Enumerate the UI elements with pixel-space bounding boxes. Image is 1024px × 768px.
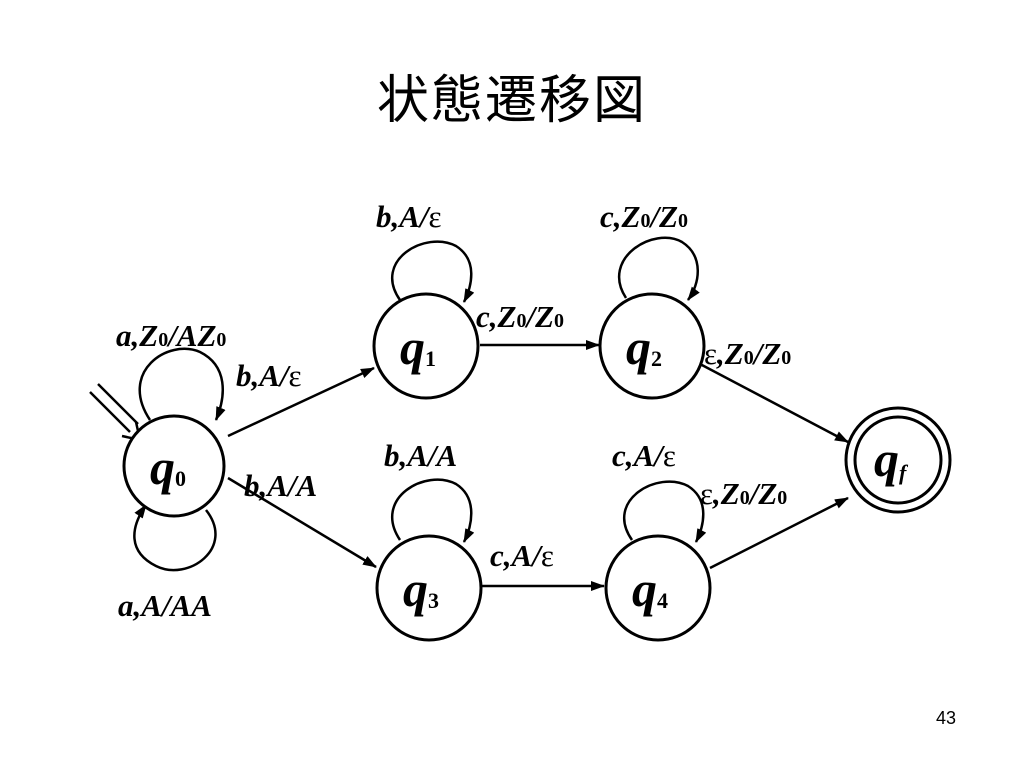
svg-text:q3: q3 <box>403 561 439 617</box>
state-label: q <box>403 561 428 617</box>
state-subscript: f <box>899 460 909 485</box>
state-q3: q3 <box>375 534 483 642</box>
label-q1-q2: c,Z0/Z0 <box>476 299 564 334</box>
slide-title: 状態遷移図 <box>376 71 647 131</box>
edge-q4-qf <box>709 496 849 570</box>
label-q2-loop: c,Z0/Z0 <box>600 199 688 234</box>
svg-text:q1: q1 <box>400 319 436 375</box>
state-subscript: 4 <box>657 588 668 613</box>
label-q0-loop-bottom: a,A/AA <box>118 588 212 623</box>
label-q0-loop-top: a,Z0/AZ0 <box>116 318 226 353</box>
state-label: q <box>626 319 651 375</box>
state-label: q <box>874 431 899 487</box>
edge-q0-q3 <box>227 476 377 569</box>
state-q0: q0 <box>122 414 226 518</box>
label-q2-qf: ε,Z0/Z0 <box>704 336 791 371</box>
loop-q4 <box>623 480 707 543</box>
label-q1-loop: b,A/ε <box>376 199 442 234</box>
state-q1: q1 <box>372 292 480 400</box>
svg-text:q4: q4 <box>632 561 668 617</box>
edge-q0-q1 <box>227 366 375 438</box>
start-arrow <box>89 383 142 442</box>
label-q0-q1: b,A/ε <box>236 358 302 393</box>
state-q4: q4 <box>604 534 712 642</box>
state-label: q <box>400 319 425 375</box>
loop-q1 <box>391 240 475 303</box>
page-number: 43 <box>935 708 956 728</box>
loop-q0-top <box>138 347 226 421</box>
label-q3-q4: c,A/ε <box>490 538 554 573</box>
state-qf-accepting: qf <box>844 406 952 514</box>
label-q3-loop: b,A/A <box>384 438 457 473</box>
state-subscript: 3 <box>428 588 439 613</box>
state-q2: q2 <box>598 292 706 400</box>
state-label: q <box>150 439 175 495</box>
svg-text:q0: q0 <box>150 439 186 495</box>
state-label: q <box>632 561 657 617</box>
state-subscript: 0 <box>175 466 186 491</box>
label-q0-q3: b,A/A <box>244 468 317 503</box>
state-subscript: 1 <box>425 346 436 371</box>
loop-q3 <box>391 478 475 543</box>
loop-q0-bottom <box>133 504 217 572</box>
svg-text:q2: q2 <box>626 319 662 375</box>
svg-text:qf: qf <box>874 431 909 487</box>
label-q4-loop: c,A/ε <box>612 438 676 473</box>
edge-q2-qf <box>699 362 849 444</box>
state-subscript: 2 <box>651 346 662 371</box>
label-q4-qf: ε,Z0/Z0 <box>700 476 787 511</box>
loop-q2 <box>617 236 700 301</box>
